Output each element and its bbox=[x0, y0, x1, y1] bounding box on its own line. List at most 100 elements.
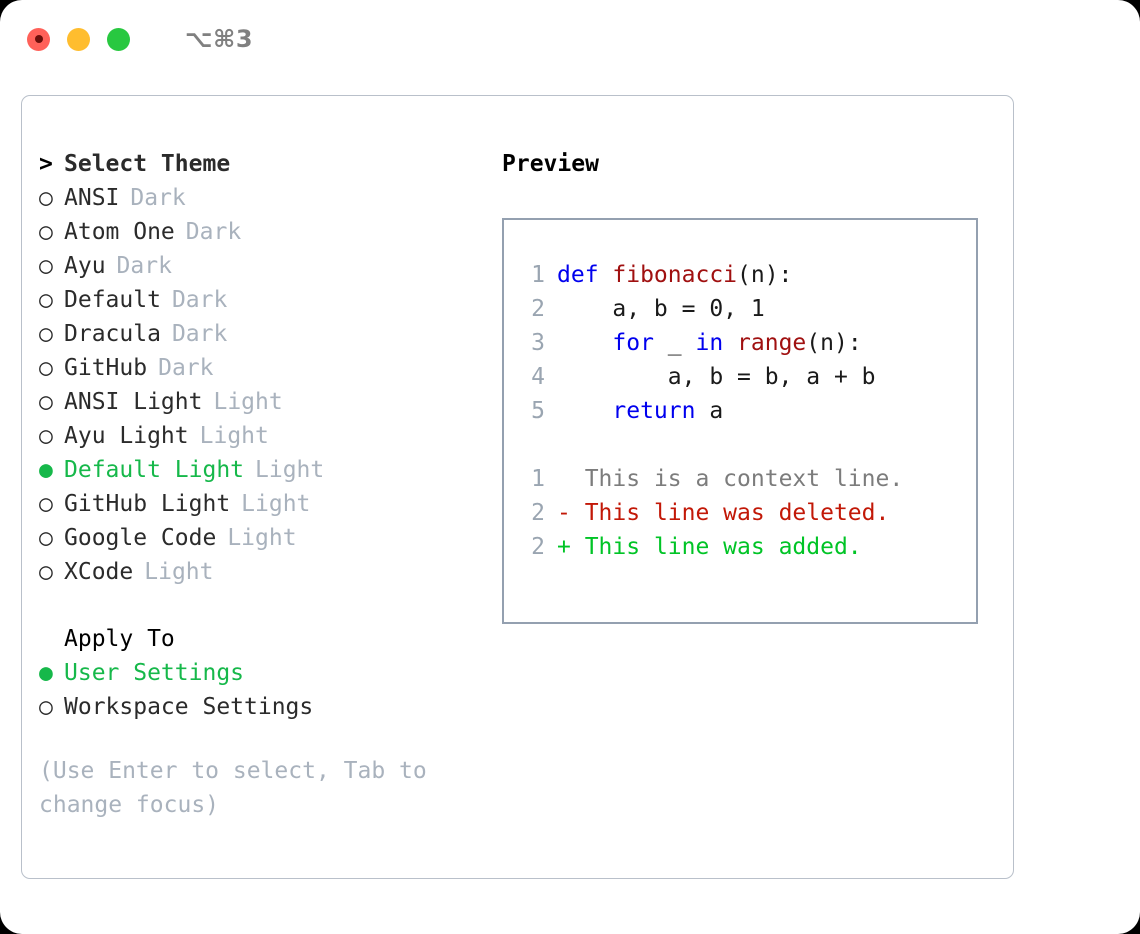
apply-to-option-label: Workspace Settings bbox=[64, 694, 314, 720]
code-diff-spacer bbox=[504, 428, 976, 462]
code-token bbox=[557, 330, 612, 356]
close-button-icon[interactable] bbox=[27, 27, 50, 51]
code-token: def bbox=[557, 262, 613, 288]
theme-name: Ayu Light bbox=[64, 423, 189, 449]
apply-to-option[interactable]: ● User Settings bbox=[39, 656, 489, 690]
code-token: _ bbox=[653, 330, 696, 356]
theme-category-tag: Light bbox=[241, 491, 311, 517]
apply-to-label: Apply To bbox=[64, 626, 175, 652]
theme-name: XCode bbox=[64, 559, 134, 585]
radio-unselected-icon: ○ bbox=[39, 423, 53, 449]
code-line-number: 3 bbox=[531, 330, 545, 356]
theme-category-tag: Light bbox=[213, 389, 283, 415]
radio-unselected-icon: ○ bbox=[39, 287, 53, 313]
diff-text: This is a context line. bbox=[570, 466, 904, 492]
theme-name: ANSI bbox=[64, 185, 120, 211]
theme-category-tag: Light bbox=[199, 423, 269, 449]
diff-line-number: 2 bbox=[531, 500, 545, 526]
theme-name: Dracula bbox=[64, 321, 161, 347]
minimize-button-icon[interactable] bbox=[67, 27, 90, 51]
theme-list-item[interactable]: ● Default Light Light bbox=[39, 453, 489, 487]
radio-unselected-icon: ○ bbox=[39, 185, 53, 211]
radio-unselected-icon: ○ bbox=[39, 694, 53, 720]
diff-sign: - bbox=[557, 500, 571, 526]
theme-category-tag: Dark bbox=[185, 219, 242, 245]
diff-text: This line was added. bbox=[570, 534, 862, 560]
radio-selected-icon: ● bbox=[39, 457, 53, 483]
prompt-caret-icon: > bbox=[39, 151, 53, 177]
code-token: (n): bbox=[806, 330, 862, 356]
diff-sign: + bbox=[557, 534, 571, 560]
theme-category-tag: Dark bbox=[171, 287, 228, 313]
theme-picker-title: Select Theme bbox=[64, 151, 231, 177]
code-line-number: 1 bbox=[531, 262, 545, 288]
theme-list-item[interactable]: ○ ANSI Dark bbox=[39, 181, 489, 215]
theme-list-item[interactable]: ○ ANSI Light Light bbox=[39, 385, 489, 419]
diff-line: 1 This is a context line. bbox=[504, 462, 976, 496]
code-token bbox=[557, 398, 612, 424]
code-line: 1 def fibonacci(n): bbox=[504, 258, 976, 292]
theme-name: Default Light bbox=[64, 457, 245, 483]
theme-category-tag: Light bbox=[227, 525, 297, 551]
theme-name: Google Code bbox=[64, 525, 217, 551]
diff-sign bbox=[557, 466, 571, 492]
radio-unselected-icon: ○ bbox=[39, 559, 53, 585]
radio-unselected-icon: ○ bbox=[39, 389, 53, 415]
keyboard-shortcut-label: ⌥⌘3 bbox=[185, 25, 254, 53]
theme-list-item[interactable]: ○ Default Dark bbox=[39, 283, 489, 317]
theme-name: Ayu bbox=[64, 253, 106, 279]
diff-line-number: 2 bbox=[531, 534, 545, 560]
theme-list-item[interactable]: ○ Ayu Light Light bbox=[39, 419, 489, 453]
theme-category-tag: Light bbox=[144, 559, 214, 585]
code-token: in bbox=[695, 330, 724, 356]
code-token: a, b = b, a + b bbox=[557, 364, 876, 390]
theme-name: ANSI Light bbox=[64, 389, 203, 415]
code-token: range bbox=[737, 330, 807, 356]
diff-line-number: 1 bbox=[531, 466, 545, 492]
code-token: fibonacci bbox=[612, 262, 738, 288]
code-line: 3 for _ in range(n): bbox=[504, 326, 976, 360]
radio-unselected-icon: ○ bbox=[39, 491, 53, 517]
theme-name: Atom One bbox=[64, 219, 175, 245]
radio-selected-icon: ● bbox=[39, 660, 53, 686]
radio-unselected-icon: ○ bbox=[39, 355, 53, 381]
radio-unselected-icon: ○ bbox=[39, 253, 53, 279]
theme-category-tag: Dark bbox=[130, 185, 186, 211]
theme-name: Default bbox=[64, 287, 161, 313]
apply-to-option-label: User Settings bbox=[64, 660, 245, 686]
code-line-number: 4 bbox=[531, 364, 545, 390]
theme-name: GitHub Light bbox=[64, 491, 231, 517]
theme-category-tag: Dark bbox=[116, 253, 172, 279]
theme-list-item[interactable]: ○ Google Code Light bbox=[39, 521, 489, 555]
theme-name: GitHub bbox=[64, 355, 148, 381]
theme-list-item[interactable]: ○ Ayu Dark bbox=[39, 249, 489, 283]
theme-list-item[interactable]: ○ GitHub Light Light bbox=[39, 487, 489, 521]
theme-list-item[interactable]: ○ GitHub Dark bbox=[39, 351, 489, 385]
theme-category-tag: Light bbox=[255, 457, 325, 483]
code-token: (n): bbox=[737, 262, 793, 288]
diff-sample: 1 This is a context line. 2- This line wa… bbox=[504, 462, 976, 564]
maximize-button-icon[interactable] bbox=[107, 27, 130, 51]
theme-list-item[interactable]: ○ Dracula Dark bbox=[39, 317, 489, 351]
keyboard-hint-text: (Use Enter to select, Tab to change focu… bbox=[39, 758, 441, 818]
radio-unselected-icon: ○ bbox=[39, 525, 53, 551]
traffic-light-group bbox=[27, 27, 130, 51]
code-token: a, b = 0, 1 bbox=[557, 296, 765, 322]
code-token: return bbox=[612, 398, 696, 424]
radio-unselected-icon: ○ bbox=[39, 321, 53, 347]
theme-category-tag: Dark bbox=[171, 321, 228, 347]
apply-to-option[interactable]: ○ Workspace Settings bbox=[39, 690, 489, 724]
theme-category-tag: Dark bbox=[158, 355, 214, 381]
title-bar: ⌥⌘3 bbox=[0, 0, 1140, 78]
theme-list-item[interactable]: ○ XCode Light bbox=[39, 555, 489, 589]
diff-line: 2 + This line was added. bbox=[504, 530, 976, 564]
code-line: 2 a, b = 0, 1 bbox=[504, 292, 976, 326]
